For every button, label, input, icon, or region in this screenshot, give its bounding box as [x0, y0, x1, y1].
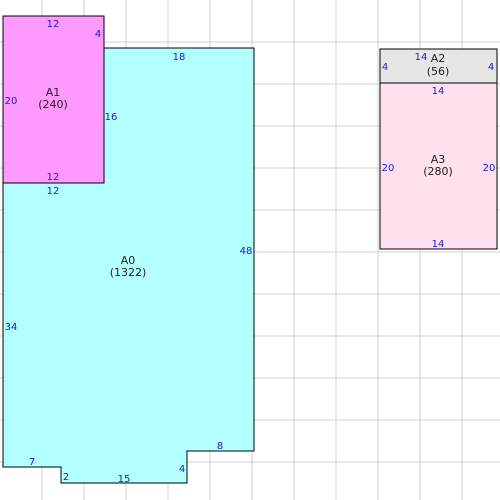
- room-a1[interactable]: A1 (240) 12 4 16 12 20: [2, 15, 118, 184]
- room-a0-dim-bottom: 15: [118, 474, 131, 485]
- room-a3-label: A3: [431, 153, 446, 166]
- room-a2-area: (56): [427, 65, 450, 78]
- room-a1-shape[interactable]: [2, 15, 105, 184]
- room-a0-dim-inner-top: 12: [47, 186, 60, 197]
- room-a2[interactable]: A2 (56) 14 4 4: [379, 48, 498, 84]
- room-a0-dim-top: 18: [173, 52, 186, 63]
- room-a2-dim-top: 14: [415, 52, 428, 63]
- room-a2-shape[interactable]: [379, 48, 498, 84]
- room-a3-shape[interactable]: [379, 82, 498, 250]
- room-a0-dim-step-top: 8: [217, 441, 223, 452]
- room-a2-dim-left: 4: [382, 62, 388, 73]
- room-a2-label: A2: [431, 52, 446, 65]
- room-a1-dim-right-upper: 4: [95, 29, 101, 40]
- room-a3-dim-top: 14: [432, 86, 445, 97]
- room-a3-dim-bottom: 14: [432, 239, 445, 250]
- room-a1-area: (240): [38, 98, 68, 111]
- room-a3-dim-right: 20: [483, 163, 496, 174]
- room-a1-label: A1: [46, 86, 61, 99]
- room-a0-label: A0: [121, 254, 136, 267]
- room-a3-area: (280): [423, 165, 453, 178]
- room-a3[interactable]: A3 (280) 14 20 20 14: [379, 82, 498, 250]
- room-a1-dim-top: 12: [47, 19, 60, 30]
- room-a1-dim-right-lower: 16: [105, 112, 118, 123]
- room-a0-dim-right: 48: [240, 246, 253, 257]
- room-a1-dim-left: 20: [5, 96, 18, 107]
- room-a1-dim-bottom: 12: [47, 172, 60, 183]
- room-a3-dim-left: 20: [382, 163, 395, 174]
- room-a0-dim-notch-bottom: 7: [29, 457, 35, 468]
- room-a0-dim-step-side: 4: [179, 464, 185, 475]
- room-a0-dim-notch-side: 2: [63, 472, 69, 483]
- room-a0-area: (1322): [110, 266, 147, 279]
- room-a2-dim-right: 4: [488, 62, 494, 73]
- room-a0-dim-left: 34: [5, 322, 18, 333]
